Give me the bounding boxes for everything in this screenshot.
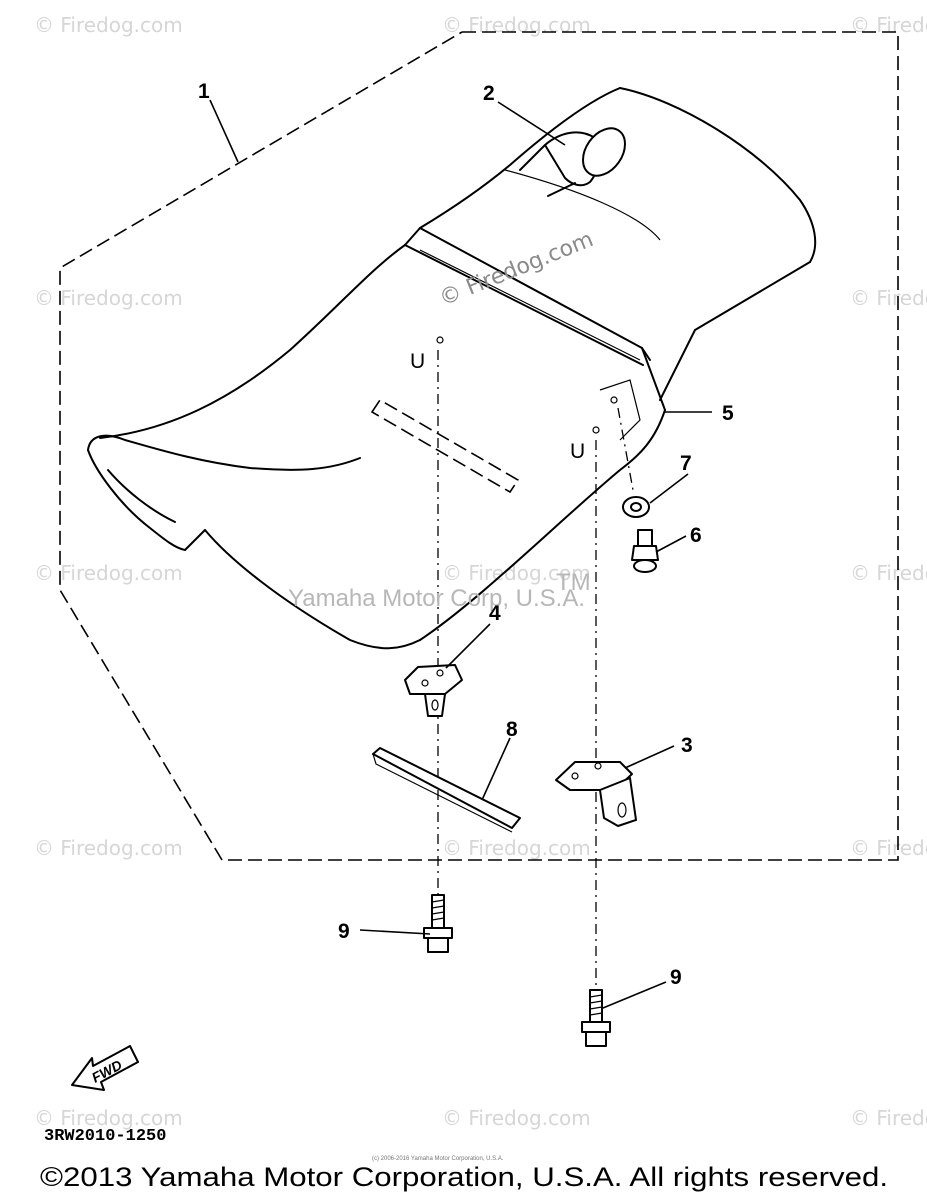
leader-lines: [209, 99, 712, 1009]
fwd-arrow-icon: FWD: [71, 1045, 139, 1091]
strip-part-8: [372, 747, 521, 833]
watermark-tile: © Firedog.com: [442, 836, 591, 860]
watermark-tile: © Firedog.com: [850, 13, 927, 37]
part-code: 3RW2010-1250: [44, 1127, 166, 1146]
watermark-tile: © Firedog.com: [850, 836, 927, 860]
callout-9-left: 9: [338, 920, 350, 943]
callout-3: 3: [681, 734, 693, 757]
bolt-part-9-left: [423, 894, 453, 953]
watermark-tile: © Firedog.com: [442, 13, 591, 37]
callout-2: 2: [483, 82, 495, 105]
watermark-tiles: © Firedog.com © Firedog.com © Firedog.co…: [34, 13, 927, 1130]
bolt-part-9-right: [581, 989, 611, 1047]
watermark-tile: © Firedog.com: [34, 13, 183, 37]
assembly-boundary: [59, 31, 899, 861]
watermark-tile: © Firedog.com: [34, 286, 183, 310]
watermark-tile: © Firedog.com: [850, 1106, 927, 1130]
u-mark: U: [570, 440, 585, 463]
watermark-tile: © Firedog.com: [850, 561, 927, 585]
bolt-part-6: [631, 529, 659, 573]
tiny-copyright: (c) 2006-2016 Yamaha Motor Corporation, …: [372, 1156, 504, 1162]
watermark-tile: © Firedog.com: [442, 1106, 591, 1130]
callout-6: 6: [690, 524, 702, 547]
callout-9-right: 9: [670, 966, 682, 989]
copyright-notice: ©2013 Yamaha Motor Corporation, U.S.A. A…: [40, 1162, 888, 1192]
callout-7: 7: [680, 452, 692, 475]
u-mark: U: [410, 350, 425, 373]
bracket-part-3: [555, 761, 637, 827]
bracket-part-4: [404, 664, 463, 717]
watermark-tile: © Firedog.com: [34, 561, 183, 585]
callout-8: 8: [506, 718, 518, 741]
watermark-tile: © Firedog.com: [442, 561, 591, 585]
callout-1: 1: [198, 80, 210, 103]
callout-5: 5: [722, 402, 734, 425]
watermark-tile: © Firedog.com: [34, 836, 183, 860]
axis-line: [617, 407, 634, 491]
callout-4: 4: [489, 602, 501, 625]
watermark-tile: © Firedog.com: [850, 286, 927, 310]
yamaha-watermark: Yamaha Motor Corp, U.S.A.: [288, 585, 585, 612]
center-watermark: © Firedog.com: [436, 227, 597, 311]
tm-mark: TM: [556, 569, 591, 596]
collar-part-7: [622, 496, 650, 518]
watermark-tile: © Firedog.com: [34, 1106, 183, 1130]
seat-assembly: U U: [87, 87, 817, 650]
